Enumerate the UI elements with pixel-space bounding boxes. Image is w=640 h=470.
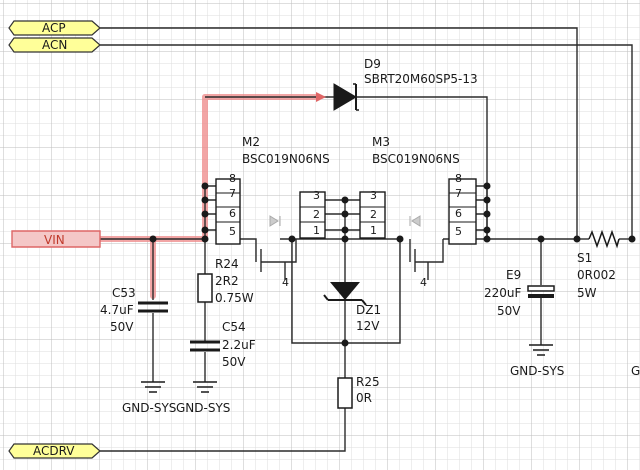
- d9-ref: D9: [364, 57, 381, 71]
- s1-power: 5W: [577, 286, 597, 300]
- r25-ref: R25: [356, 375, 380, 389]
- m2-part: BSC019N06NS: [242, 152, 330, 166]
- port-acn[interactable]: ACN: [8, 37, 101, 53]
- m2-pin-box: [215, 178, 241, 245]
- ground-e9-label: GND-SYS: [510, 364, 564, 378]
- c54-value: 2.2uF: [222, 338, 256, 352]
- junctions: [149, 182, 636, 347]
- port-acn-label: ACN: [42, 38, 67, 52]
- m3-ref: M3: [372, 135, 390, 149]
- m2-pin-6: 6: [229, 207, 236, 220]
- ground-c53: GND-SYS: [122, 381, 176, 415]
- m3-pin-8: 8: [455, 172, 462, 185]
- s1-value: 0R002: [577, 268, 616, 282]
- m3-src-pin-3: 3: [370, 189, 377, 202]
- m2-src-pin-3: 3: [313, 189, 320, 202]
- port-acp-label: ACP: [42, 21, 66, 35]
- r25-value: 0R: [356, 391, 372, 405]
- m3-src-pin-2: 2: [370, 208, 377, 221]
- dz1-value: 12V: [356, 319, 380, 333]
- m3-pin-6: 6: [455, 207, 462, 220]
- ground-c54: GND-SYS: [176, 381, 230, 415]
- r24-ref: R24: [215, 257, 239, 271]
- resistor-r25[interactable]: R25 0R: [337, 375, 380, 409]
- e9-value: 220uF: [484, 286, 522, 300]
- m3-gate-pin: 4: [420, 276, 427, 289]
- d9-part: SBRT20M60SP5-13: [364, 72, 478, 86]
- source-pin-box: 3 2 1 3 2 1: [299, 189, 386, 239]
- r24-value: 2R2: [215, 274, 239, 288]
- r24-power: 0.75W: [215, 291, 254, 305]
- c53-ref: C53: [112, 286, 136, 300]
- c53-value: 4.7uF: [100, 303, 134, 317]
- port-acdrv-label: ACDRV: [33, 444, 75, 458]
- ground-c53-label: GND-SYS: [122, 401, 176, 415]
- port-vin[interactable]: VIN: [11, 230, 101, 248]
- m3-pin-5: 5: [455, 225, 462, 238]
- c53-voltage: 50V: [110, 320, 134, 334]
- s1-ref: S1: [577, 251, 592, 265]
- ground-c54-label: GND-SYS: [176, 401, 230, 415]
- port-acdrv[interactable]: ACDRV: [8, 443, 101, 459]
- m2-src-pin-2: 2: [313, 208, 320, 221]
- capacitor-c54[interactable]: C54 2.2uF 50V: [190, 320, 256, 369]
- mosfet-m3[interactable]: M3 BSC019N06NS 8 7 6 5 4: [372, 135, 477, 289]
- m2-gate-pin: 4: [282, 276, 289, 289]
- m2-body-diode-icon: [269, 215, 281, 227]
- ground-e9: GND-SYS: [510, 344, 564, 378]
- zener-dz1[interactable]: DZ1 12V: [323, 282, 381, 333]
- m3-part: BSC019N06NS: [372, 152, 460, 166]
- dz1-ref: DZ1: [356, 303, 381, 317]
- diode-d9[interactable]: D9 SBRT20M60SP5-13: [316, 57, 478, 111]
- m2-pin-8: 8: [229, 172, 236, 185]
- m3-src-pin-1: 1: [370, 224, 377, 237]
- c54-ref: C54: [222, 320, 246, 334]
- m2-src-pin-1: 1: [313, 224, 320, 237]
- m2-ref: M2: [242, 135, 260, 149]
- resistor-r24[interactable]: R24 2R2 0.75W: [197, 257, 254, 305]
- capacitor-e9[interactable]: E9 220uF 50V: [484, 268, 555, 318]
- e9-ref: E9: [506, 268, 521, 282]
- mosfet-m2[interactable]: M2 BSC019N06NS 8 7 6 5 4: [215, 135, 330, 289]
- c54-voltage: 50V: [222, 355, 246, 369]
- m2-pin-5: 5: [229, 225, 236, 238]
- capacitor-c53[interactable]: C53 4.7uF 50V: [100, 286, 168, 334]
- m3-pin-box: [448, 178, 477, 245]
- e9-voltage: 50V: [497, 304, 521, 318]
- port-vin-label: VIN: [44, 233, 65, 247]
- m3-body-diode-icon: [409, 215, 421, 227]
- ground-edge-label: G: [631, 364, 640, 378]
- port-acp[interactable]: ACP: [8, 20, 101, 36]
- resistor-s1[interactable]: S1 0R002 5W: [577, 229, 620, 300]
